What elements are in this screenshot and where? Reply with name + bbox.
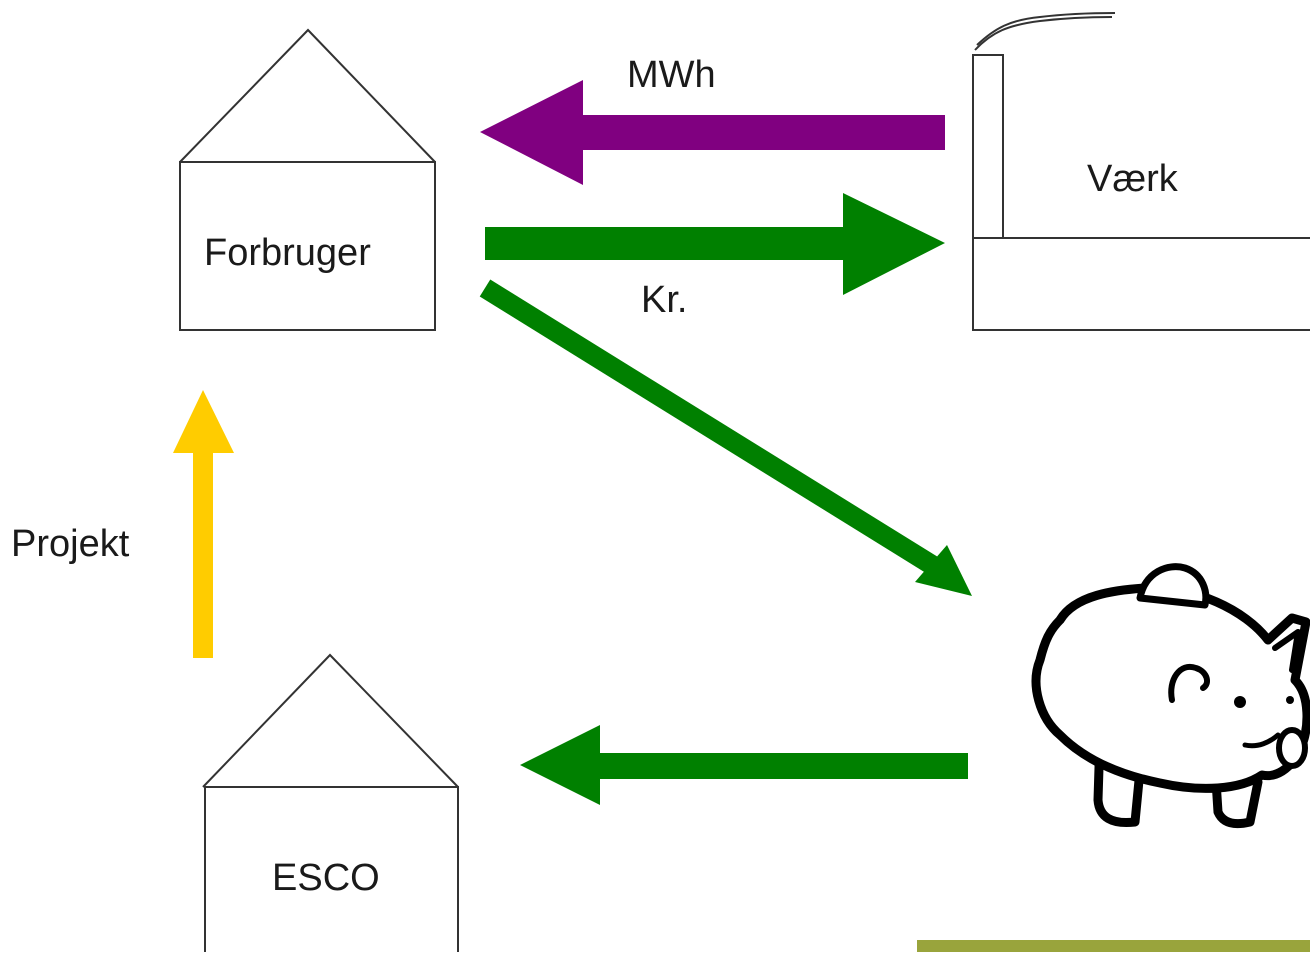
esco-walls [204,786,459,952]
consumer-walls [179,161,436,331]
esco-label: ESCO [272,857,380,899]
consumer-house [179,28,436,331]
esco-house [202,653,459,952]
smoke-line-1 [976,12,1116,46]
smoke-line-2 [974,16,1113,51]
project-arrow [173,390,234,658]
bottom-accent-bar [917,940,1310,952]
energy-flow-label: MWh [627,54,716,96]
consumer-label: Forbruger [204,232,371,274]
plant-outline [972,54,1310,331]
payment-flow-label: Kr. [641,279,688,321]
plant-building [972,12,1310,331]
payment-arrow [485,193,945,295]
esco-payment-arrow [520,725,968,805]
esco-roof [202,653,459,788]
plant-label: Værk [1087,158,1178,200]
consumer-roof [179,28,436,163]
energy-arrow [480,80,945,185]
project-flow-label: Projekt [11,523,130,565]
piggy-bank-icon [1031,563,1310,829]
savings-arrow [479,279,972,596]
